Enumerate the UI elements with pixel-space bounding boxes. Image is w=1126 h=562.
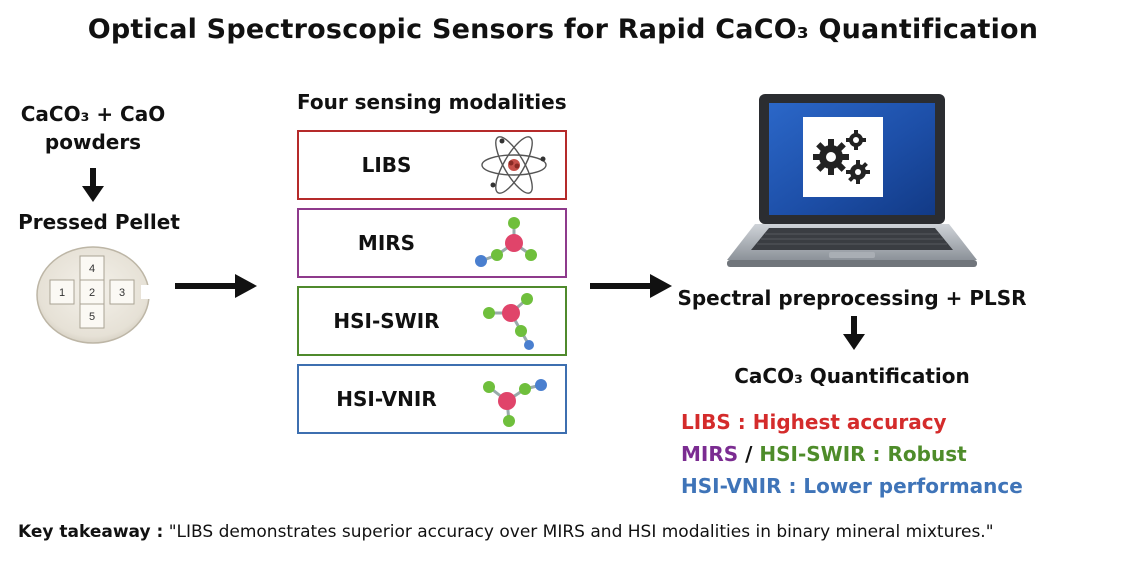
down-arrow-icon xyxy=(82,168,104,202)
modality-box-mirs: MIRS xyxy=(297,208,567,278)
right-arrow-icon xyxy=(590,274,672,298)
molecule-icon xyxy=(483,293,534,350)
pressed-pellet: 1 2 3 4 5 xyxy=(36,246,151,344)
pellet-spot-5: 5 xyxy=(89,311,95,323)
powders-line1: CaCO₃ + CaO xyxy=(20,102,166,126)
modality-label-mirs: MIRS xyxy=(357,231,416,255)
result-separator: / xyxy=(738,442,760,466)
molecule-icon xyxy=(483,379,547,427)
processing-label: Spectral preprocessing + PLSR xyxy=(677,286,1027,310)
quantification-label: CaCO₃ Quantification xyxy=(734,364,970,388)
pellet-spot-1: 1 xyxy=(59,287,65,299)
modality-box-hsi-swir: HSI-SWIR xyxy=(297,286,567,356)
modality-box-libs: LIBS xyxy=(297,130,567,200)
down-arrow-icon xyxy=(843,316,865,350)
pellet-spot-4: 4 xyxy=(89,263,95,275)
takeaway-text: "LIBS demonstrates superior accuracy ove… xyxy=(163,522,994,542)
result-vnir: HSI-VNIR : Lower performance xyxy=(681,474,1023,498)
takeaway-label: Key takeaway : xyxy=(18,522,164,542)
key-takeaway: Key takeaway : "LIBS demonstrates superi… xyxy=(18,522,994,542)
pellet-label: Pressed Pellet xyxy=(18,210,180,234)
laptop xyxy=(727,94,977,267)
pellet-spot-3: 3 xyxy=(119,287,125,299)
gears-icon xyxy=(813,130,870,184)
powders-label: CaCO₃ + CaO powders xyxy=(18,100,168,156)
page-title: Optical Spectroscopic Sensors for Rapid … xyxy=(87,14,1039,45)
modality-label-hsi-vnir: HSI-VNIR xyxy=(336,387,437,411)
modality-label-hsi-swir: HSI-SWIR xyxy=(333,309,440,333)
result-libs: LIBS : Highest accuracy xyxy=(681,410,947,434)
result-swir: HSI-SWIR : Robust xyxy=(759,442,967,466)
modality-box-hsi-vnir: HSI-VNIR xyxy=(297,364,567,434)
molecule-icon xyxy=(475,217,537,267)
powders-line2: powders xyxy=(44,130,142,154)
result-mirs-swir: MIRS / HSI-SWIR : Robust xyxy=(681,442,967,466)
modalities-heading: Four sensing modalities xyxy=(297,90,567,114)
result-mirs: MIRS xyxy=(681,442,739,466)
modality-label-libs: LIBS xyxy=(361,153,412,177)
right-arrow-icon xyxy=(175,274,257,298)
atom-icon xyxy=(481,136,547,194)
pellet-spot-2: 2 xyxy=(89,287,95,299)
